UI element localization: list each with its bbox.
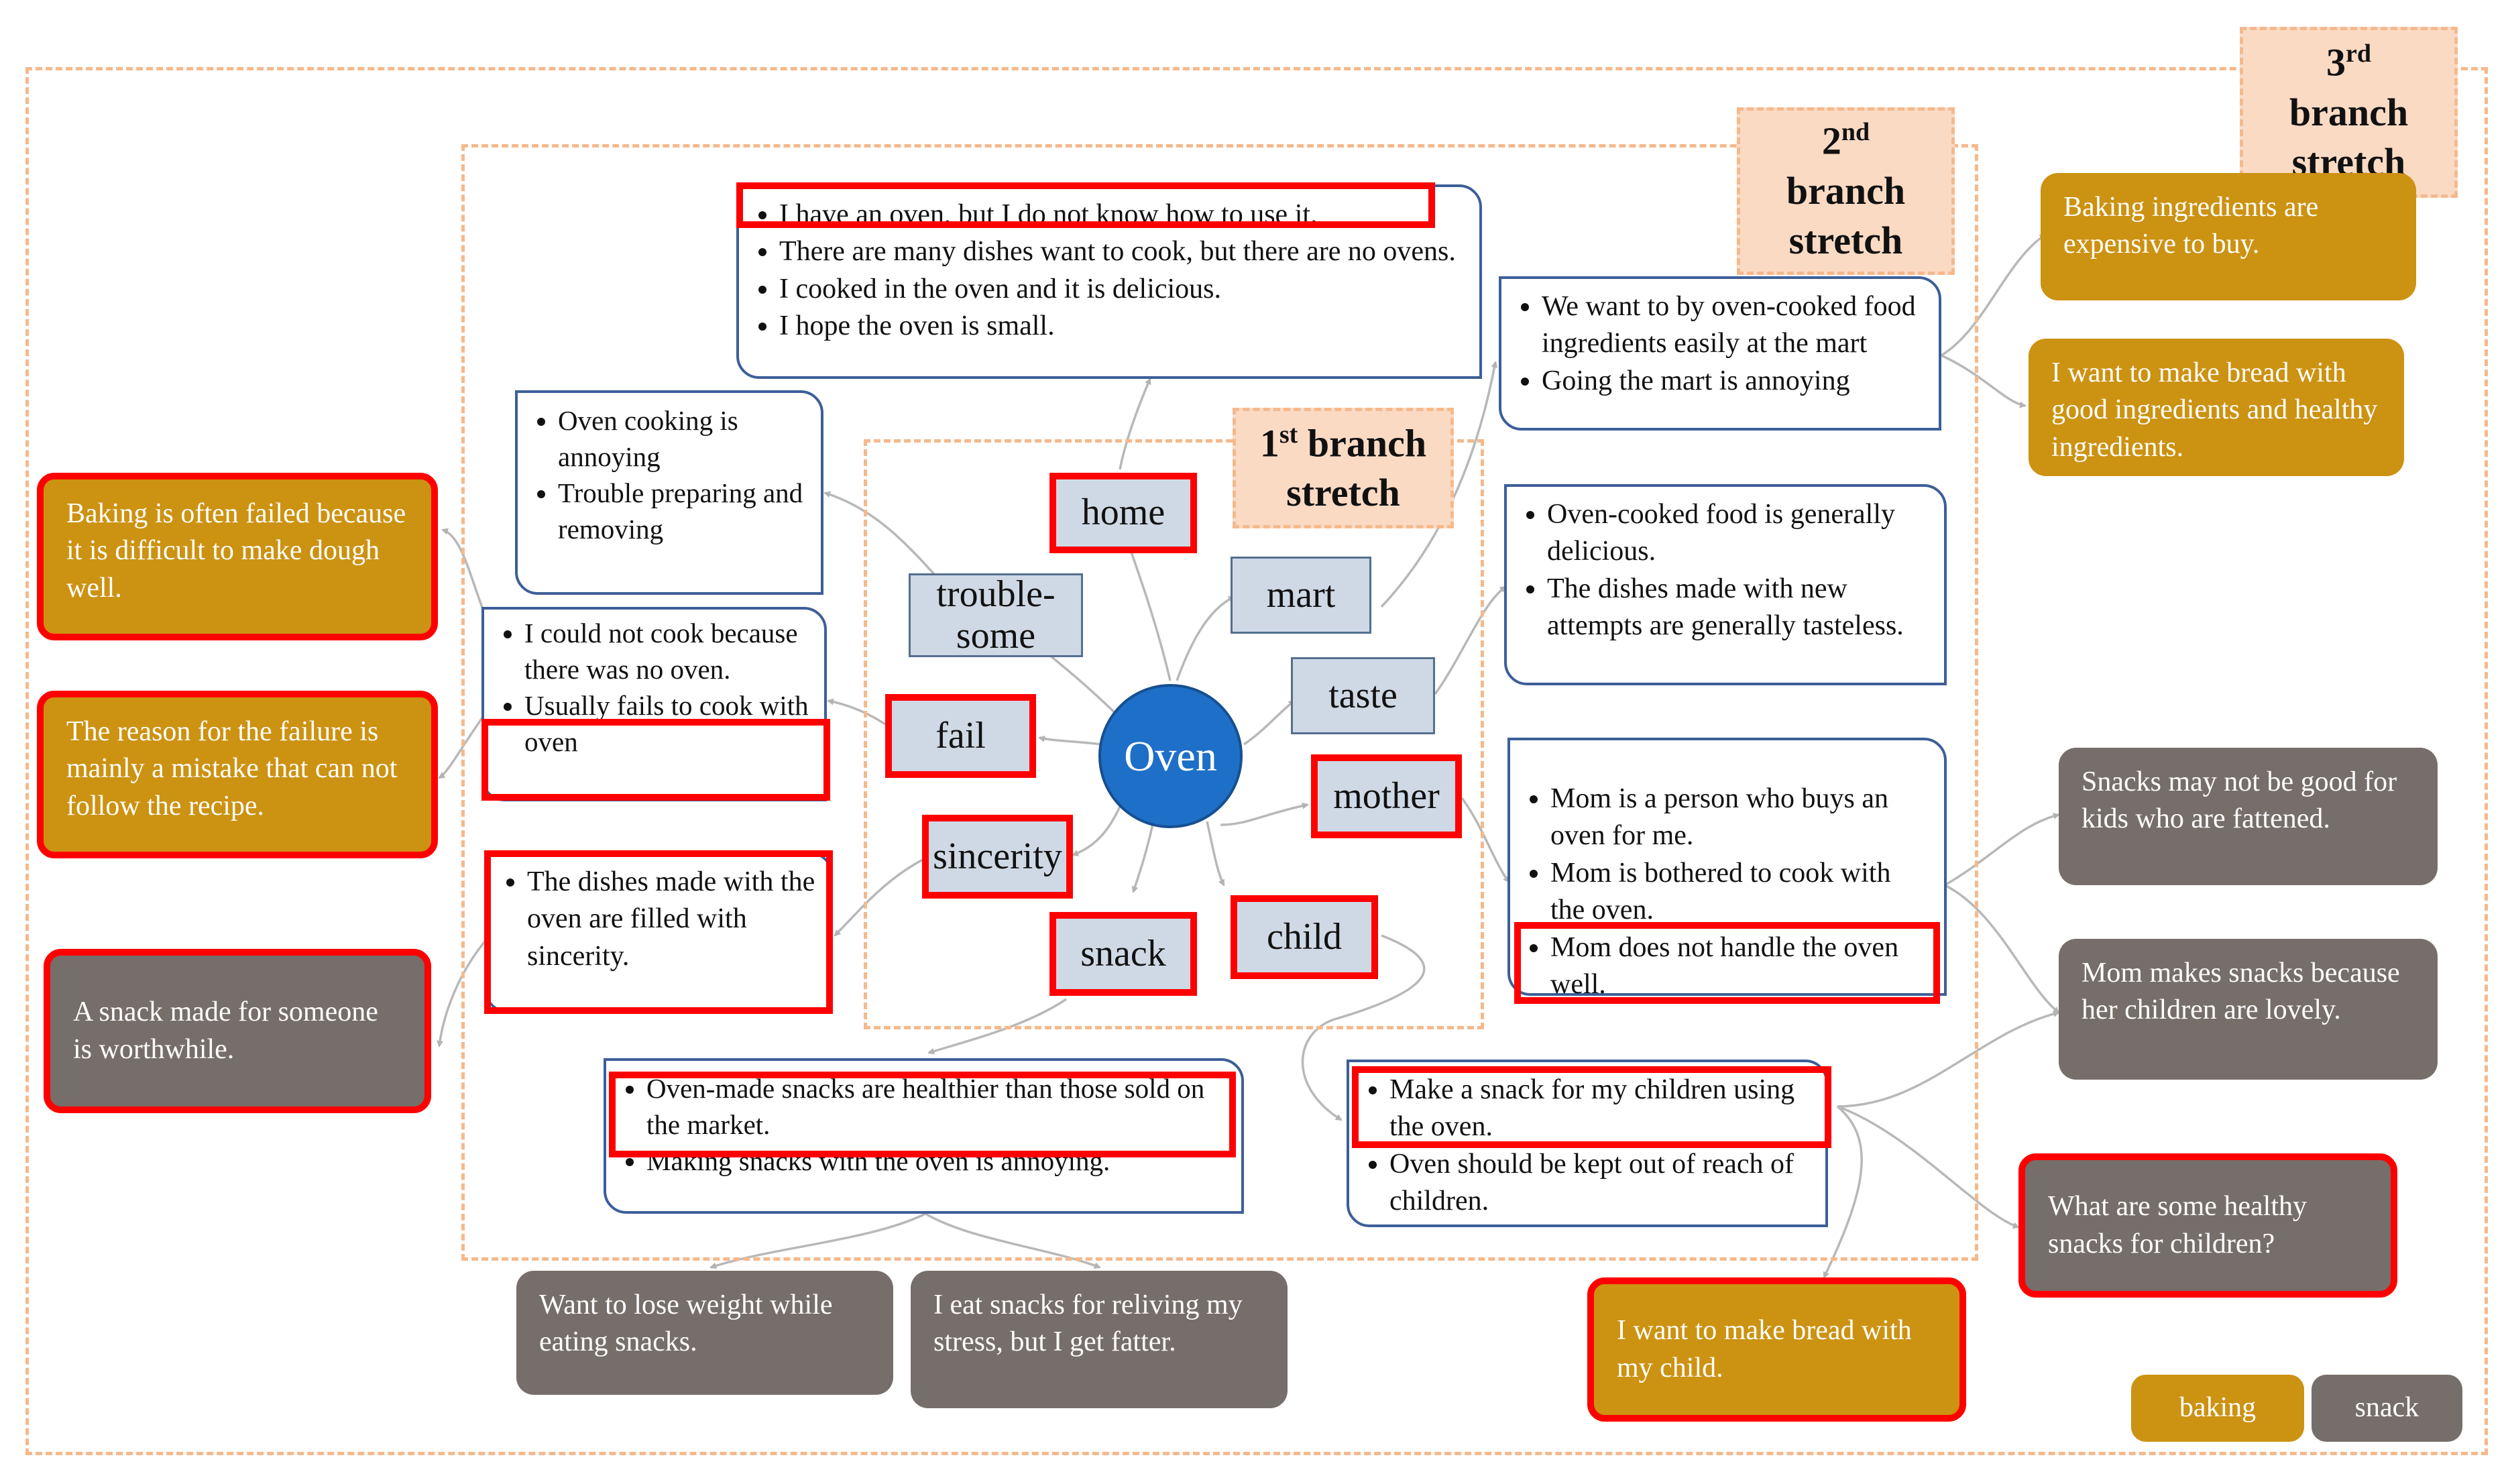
- keyword-snack: snack: [1049, 912, 1197, 996]
- link-snack-note: [927, 998, 1067, 1055]
- note-home-item: I hope the oven is small.: [779, 308, 1465, 345]
- third-stretch-ordinal: 3: [2326, 40, 2346, 84]
- pill-lose-weight: Want to lose weight while eating snacks.: [516, 1271, 893, 1395]
- legend-baking: baking: [2131, 1375, 2304, 1442]
- note-taste-item: Oven-cooked food is generally delicious.: [1547, 496, 1929, 571]
- note-child: Make a snack for my children using the o…: [1347, 1060, 1828, 1227]
- third-stretch-suffix: rd: [2345, 39, 2371, 68]
- link-oven-taste: [1243, 699, 1296, 746]
- note-home-item: I have an oven, but I do not know how to…: [779, 196, 1465, 233]
- second-stretch-word: stretch: [1788, 219, 1903, 263]
- first-stretch-label: 1st branch stretch: [1233, 408, 1454, 528]
- keyword-fail: fail: [885, 694, 1036, 778]
- note-home-item: I cooked in the oven and it is delicious…: [779, 271, 1465, 308]
- link-fail-note: [827, 698, 886, 726]
- second-stretch-branch: branch: [1786, 169, 1906, 213]
- note-mother-item: Mom is a person who buys an oven for me.: [1550, 781, 1929, 855]
- note-taste-item: The dishes made with new attempts are ge…: [1547, 571, 1929, 645]
- link-troublesome-note: [823, 491, 947, 588]
- note-mart-item: Going the mart is annoying: [1542, 363, 1924, 400]
- note-child-item: Make a snack for my children using the o…: [1389, 1072, 1811, 1146]
- note-troublesome: Oven cooking is annoying Trouble prepari…: [515, 390, 823, 595]
- note-mother-item: Mom is bothered to cook with the oven.: [1550, 855, 1929, 929]
- note-snack: Oven-made snacks are healthier than thos…: [604, 1058, 1244, 1214]
- link-childnote-mom-lovely: [1837, 1011, 2060, 1108]
- note-child-item: Oven should be kept out of reach of chil…: [1389, 1146, 1811, 1220]
- first-stretch-branch: branch: [1307, 420, 1427, 465]
- legend-snack: snack: [2312, 1375, 2462, 1442]
- link-oven-snack: [1131, 821, 1155, 893]
- pill-baking-expensive: Baking ingredients are expensive to buy.: [2041, 173, 2416, 300]
- pill-bread-with-child: I want to make bread with my child.: [1587, 1277, 1966, 1422]
- note-fail-item: Usually fails to cook with oven: [524, 687, 809, 760]
- link-martnote-bread-good: [1941, 354, 2027, 408]
- pill-stress: I eat snacks for reliving my stress, but…: [911, 1271, 1288, 1408]
- note-home: I have an oven, but I do not know how to…: [736, 184, 1482, 379]
- second-stretch-label: 2nd branch stretch: [1737, 107, 1955, 275]
- link-home-note: [1119, 378, 1151, 470]
- third-stretch-frame: [25, 67, 2488, 1455]
- note-fail-item: I could not cook because there was no ov…: [524, 615, 809, 687]
- link-oven-mart: [1176, 595, 1235, 681]
- pill-mom-lovely: Mom makes snacks because her children ar…: [2059, 939, 2438, 1080]
- link-sincerity-note: [834, 857, 926, 937]
- link-childnote-healthy: [1837, 1105, 2020, 1229]
- oven-center-node: Oven: [1098, 684, 1243, 828]
- link-oven-fail: [1038, 736, 1102, 746]
- pill-snack-worthwhile: A snack made for someone is worthwhile.: [44, 949, 431, 1113]
- keyword-mother: mother: [1311, 754, 1462, 838]
- third-stretch-branch: branch: [2289, 90, 2409, 134]
- first-stretch-word: stretch: [1286, 471, 1400, 515]
- pill-healthy-snacks: What are some healthy snacks for childre…: [2018, 1153, 2397, 1298]
- pill-kids-fattened: Snacks may not be good for kids who are …: [2059, 748, 2438, 885]
- note-mart-item: We want to by oven-cooked food ingredien…: [1542, 288, 1924, 363]
- pill-dough-fail: Baking is often failed because it is dif…: [37, 473, 438, 640]
- keyword-sincerity: sincerity: [922, 815, 1073, 899]
- keyword-taste: taste: [1291, 657, 1435, 734]
- pill-bread-good-ingredients: I want to make bread with good ingredien…: [2029, 339, 2404, 476]
- link-taste-note: [1434, 585, 1507, 695]
- link-mother-note: [1461, 797, 1510, 883]
- note-troublesome-item: Oven cooking is annoying: [558, 402, 806, 475]
- link-failnote-recipe: [438, 706, 491, 779]
- keyword-troublesome: trouble-some: [909, 573, 1083, 657]
- note-mother: Mom is a person who buys an oven for me.…: [1507, 738, 1947, 1000]
- note-home-item: There are many dishes want to cook, but …: [779, 233, 1465, 270]
- link-oven-child: [1206, 821, 1225, 887]
- note-troublesome-item: Trouble preparing and removing: [558, 475, 806, 547]
- second-stretch-suffix: nd: [1841, 118, 1870, 147]
- second-stretch-ordinal: 2: [1821, 119, 1841, 163]
- keyword-child: child: [1231, 895, 1378, 979]
- link-martnote-baking-expensive: [1941, 233, 2047, 357]
- note-snack-item: Making snacks with the oven is annoying.: [646, 1143, 1227, 1179]
- link-mothernote-mom-lovely: [1944, 884, 2060, 1014]
- link-child-note: [1301, 934, 1426, 1121]
- note-mart: We want to by oven-cooked food ingredien…: [1499, 276, 1941, 431]
- second-stretch-frame: [461, 144, 1978, 1261]
- note-sincerity: The dishes made with the oven are filled…: [484, 852, 833, 1013]
- note-fail: I could not cook because there was no ov…: [481, 607, 827, 801]
- link-oven-mother: [1220, 802, 1309, 826]
- link-mothernote-kids: [1944, 813, 2060, 887]
- note-taste: Oven-cooked food is generally delicious.…: [1504, 484, 1947, 685]
- first-stretch-suffix: st: [1279, 420, 1298, 449]
- pill-recipe-fail: The reason for the failure is mainly a m…: [37, 691, 438, 858]
- keyword-mart: mart: [1231, 557, 1371, 634]
- keyword-home: home: [1049, 473, 1197, 553]
- note-snack-item: Oven-made snacks are healthier than thos…: [646, 1070, 1227, 1143]
- link-sinceritynote-worthwhile: [437, 931, 494, 1047]
- first-stretch-frame: [864, 439, 1484, 1029]
- note-sincerity-item: The dishes made with the oven are filled…: [527, 864, 815, 975]
- note-mother-item: Mom does not handle the oven well.: [1550, 929, 1929, 1004]
- first-stretch-ordinal: 1: [1259, 420, 1279, 465]
- link-childnote-bread-child: [1823, 1105, 1863, 1279]
